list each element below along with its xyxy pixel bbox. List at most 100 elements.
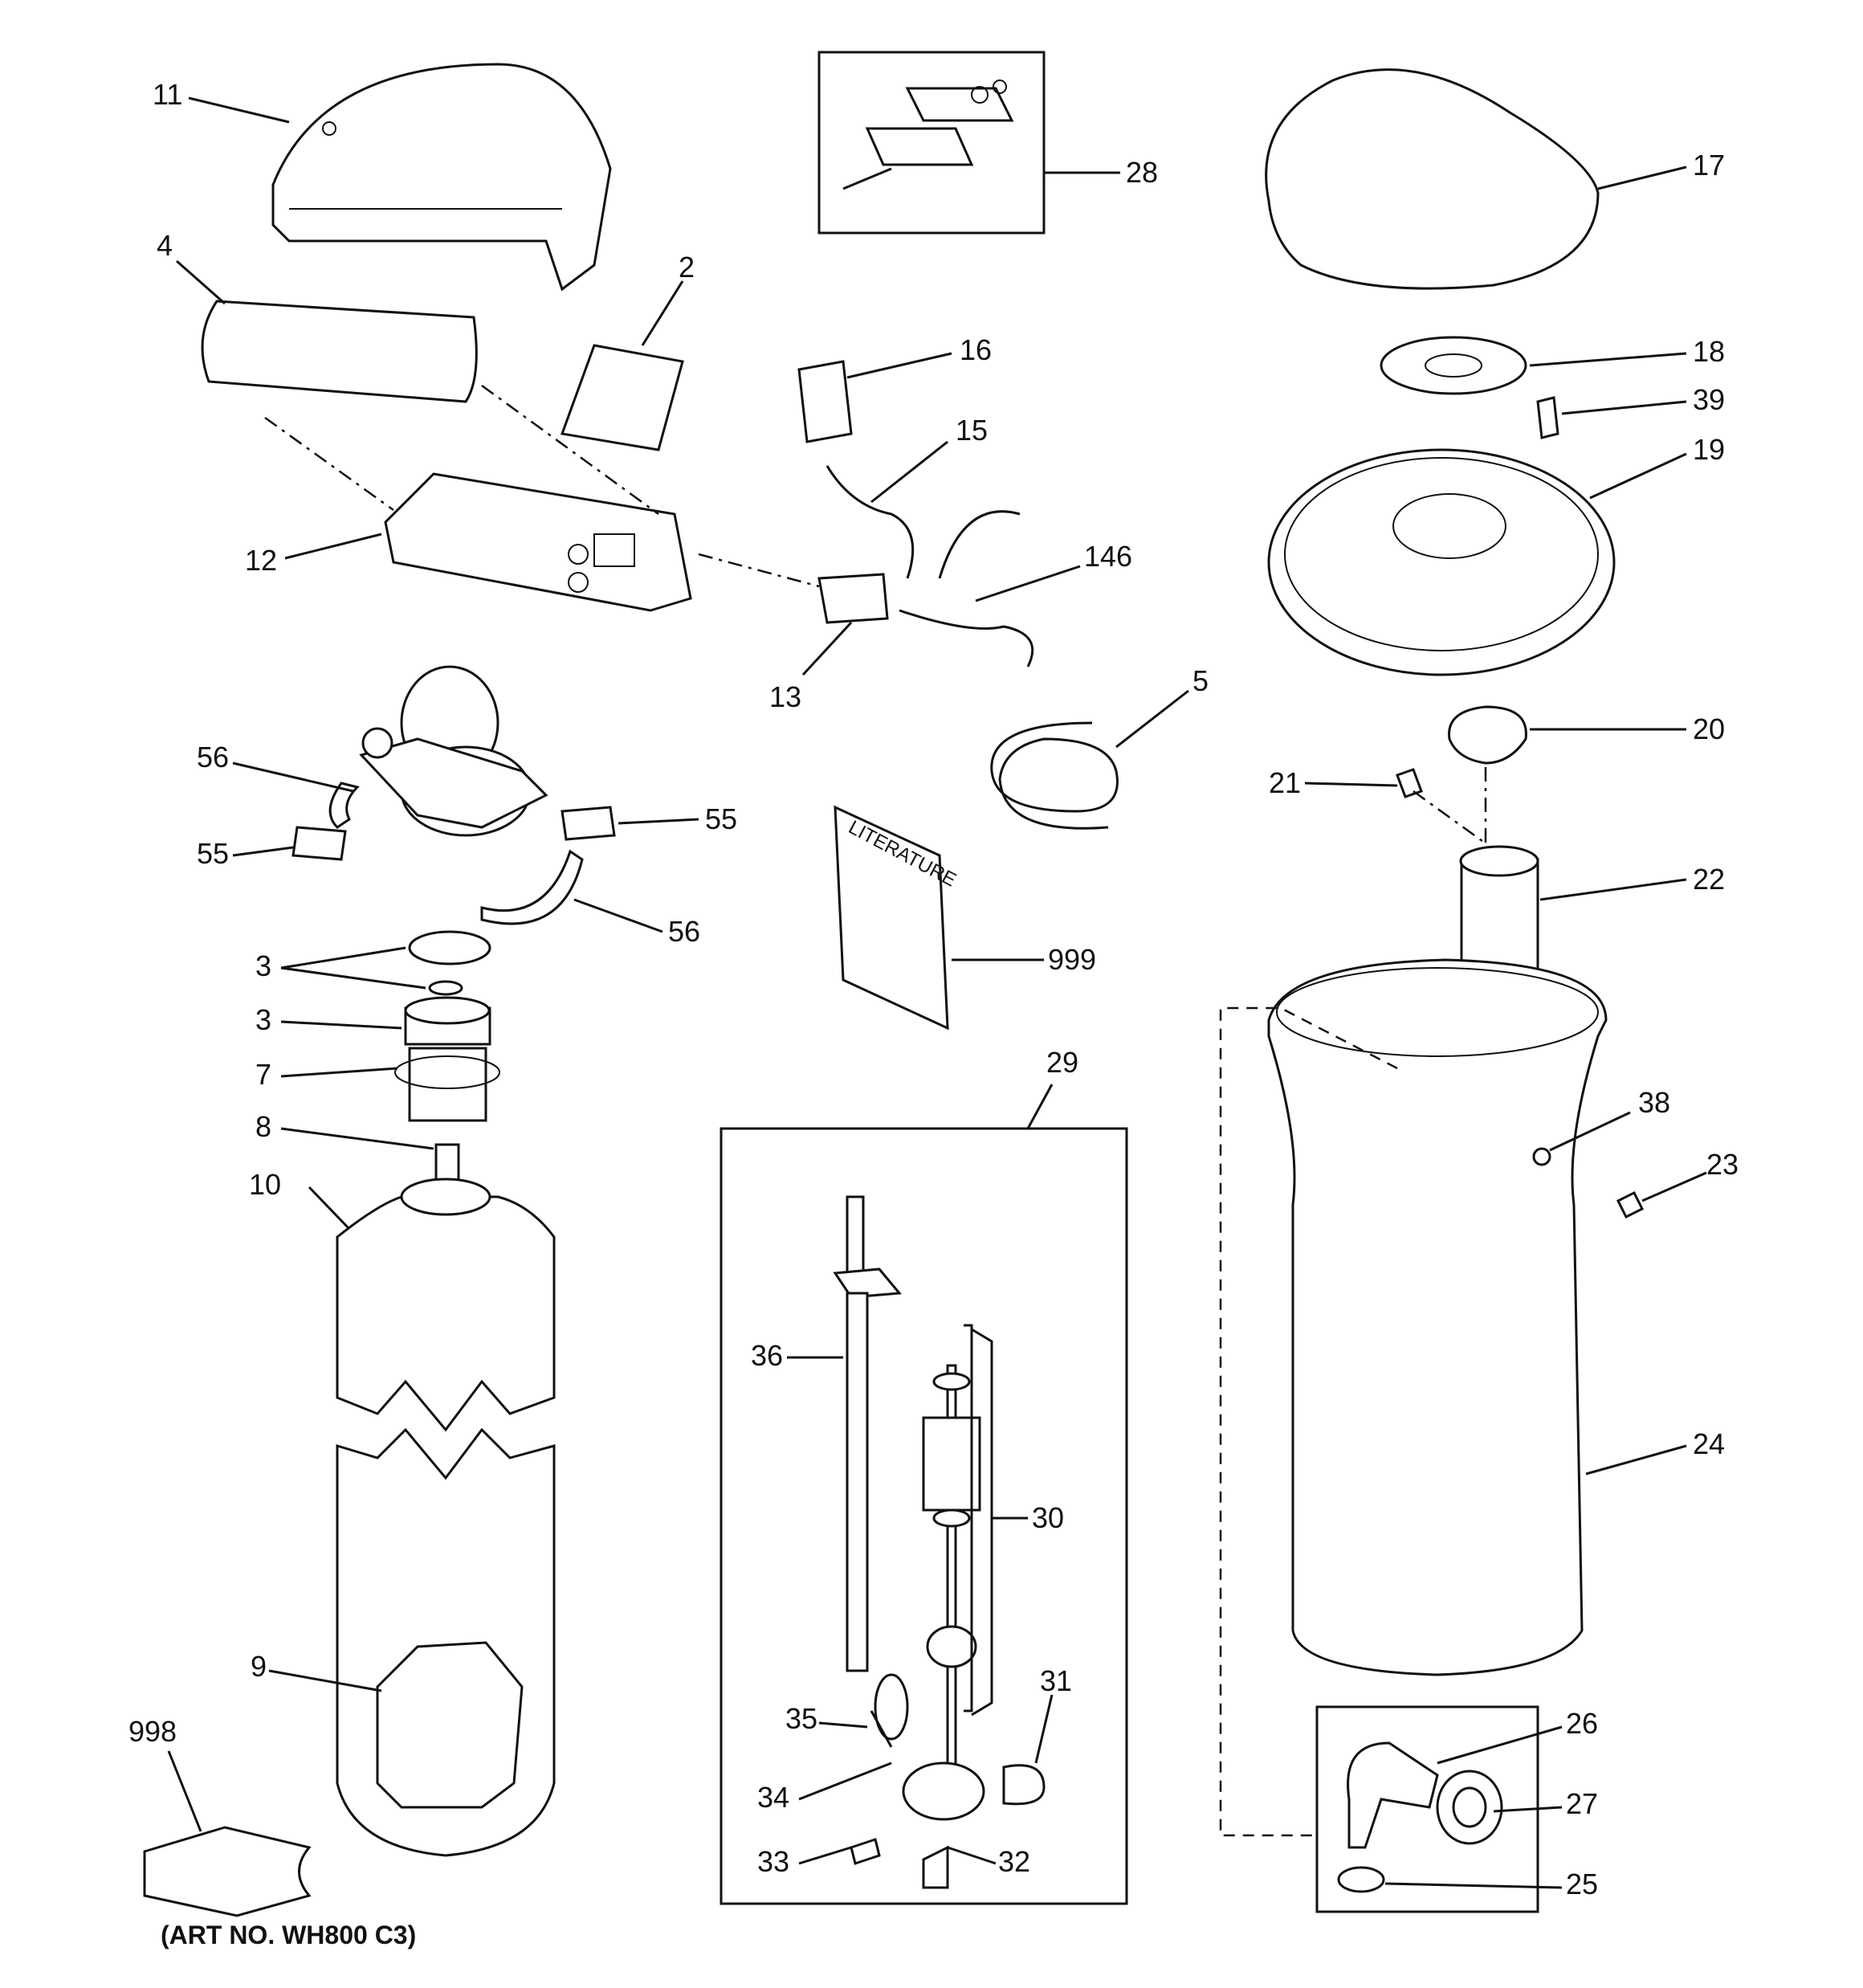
leader-10 [308,1186,351,1231]
leader-55a [232,846,294,857]
part-7-distributor [394,1047,500,1122]
leader-26 [1437,1725,1563,1765]
label-16: 16 [960,333,992,366]
part-39-clip [1536,396,1559,439]
part-2-bracket [560,344,684,451]
part-21-nut [1396,768,1423,798]
leader-55b [618,818,699,825]
label-33: 33 [757,1845,789,1878]
part-998-pad [143,1826,312,1917]
label-23: 23 [1706,1148,1739,1181]
label-3b: 3 [255,1003,271,1036]
part-24-salt-tank [1267,958,1608,1676]
label-146: 146 [1084,540,1132,573]
leader-146 [975,565,1081,602]
leader-11 [188,96,290,124]
leader-56b [573,898,663,933]
leader-12 [284,533,382,560]
dashline-21-to-22 [1413,790,1486,845]
leader-29 [1026,1084,1054,1129]
leader-3a-2 [280,966,426,990]
label-20: 20 [1693,712,1725,745]
label-5: 5 [1192,664,1209,697]
label-13: 13 [769,680,801,713]
part-3-distributor-top [404,996,491,1046]
part-20-cap [1448,705,1527,765]
part-16-transformer [797,360,853,443]
part-28-clip-kit [817,51,1046,235]
part-3-oring-small [428,980,463,996]
part-3-oring-large [408,930,491,965]
leader-35 [818,1710,893,1748]
label-12: 12 [245,544,277,577]
label-29: 29 [1046,1046,1078,1079]
label-15: 15 [956,414,988,447]
leader-18 [1529,352,1687,367]
label-34: 34 [757,1781,789,1814]
bracket-30 [971,1328,993,1717]
leader-9 [268,1669,382,1692]
part-146-harness [899,510,1034,667]
part-13-display [817,573,889,624]
leader-16 [846,352,952,379]
label-17: 17 [1693,149,1725,182]
dashline-overflow [1219,1006,1398,1837]
label-25: 25 [1566,1868,1598,1900]
leader-34 [798,1761,892,1801]
part-17-lid [1265,68,1600,290]
leader-7 [280,1067,398,1078]
leader-3a-1 [280,946,406,970]
label-30: 30 [1032,1501,1064,1534]
part-999-literature: LITERATURE [834,805,960,1031]
part-56-clip-b [480,849,584,925]
label-9: 9 [251,1650,267,1683]
label-39: 39 [1693,383,1725,416]
label-31: 31 [1040,1664,1072,1697]
label-21: 21 [1269,766,1301,799]
label-56b: 56 [668,915,700,948]
part-15-wire [826,465,915,579]
label-55b: 55 [705,802,737,835]
part-55-plate-a [291,826,347,861]
part-25-27-overflow-kit [1315,1705,1539,1913]
dashline-4-to-12 [264,416,394,512]
leader-23 [1641,1171,1707,1202]
part-19-tray [1267,448,1616,676]
leader-13 [801,621,853,676]
label-22: 22 [1693,863,1725,896]
part-56-clip-a [328,782,360,829]
part-23-fitting [1616,1190,1645,1219]
label-38: 38 [1638,1086,1670,1119]
label-998: 998 [128,1715,177,1748]
leader-31 [1034,1694,1054,1764]
leader-32 [947,1846,997,1865]
leader-24 [1585,1444,1687,1476]
label-11: 11 [153,78,182,111]
label-7: 7 [255,1058,271,1091]
label-18: 18 [1693,335,1725,368]
dashline-12-to-13 [698,553,820,588]
label-36: 36 [751,1339,783,1372]
leader-4 [176,259,226,305]
leader-19 [1589,452,1687,500]
leader-3b [280,1020,402,1030]
label-2: 2 [679,251,695,284]
label-10: 10 [249,1168,281,1201]
part-11-cover [271,63,612,292]
leader-56a [232,761,354,793]
leader-22 [1539,878,1687,901]
part-38-grommet [1532,1147,1551,1166]
label-32: 32 [998,1845,1030,1878]
label-3a: 3 [255,949,271,982]
leader-27 [1493,1806,1563,1813]
part-18-gasket [1380,336,1527,395]
leader-25 [1384,1882,1563,1889]
part-4-overlay [201,300,478,403]
leader-21 [1304,782,1398,787]
label-24: 24 [1693,1427,1725,1460]
leader-5 [1115,689,1189,749]
part-12-control-board [384,472,692,612]
part-9-resin [376,1641,524,1809]
label-56a: 56 [197,741,229,774]
